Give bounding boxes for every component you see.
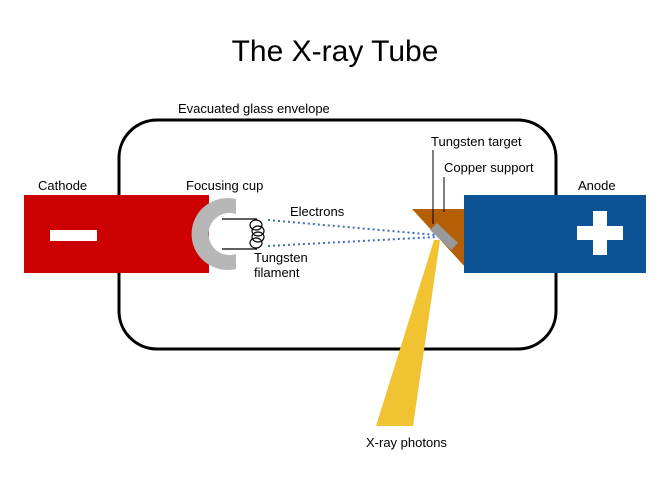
focusing-cup-label: Focusing cup (186, 178, 263, 193)
copper-support-label: Copper support (444, 160, 534, 175)
cathode-label: Cathode (38, 178, 87, 193)
plus-icon (577, 211, 623, 255)
electrons-label: Electrons (290, 204, 345, 219)
xray-photons-label: X-ray photons (366, 435, 447, 450)
page-title: The X-ray Tube (232, 35, 439, 68)
envelope-label: Evacuated glass envelope (178, 101, 330, 116)
anode-label: Anode (578, 178, 616, 193)
minus-icon (50, 230, 97, 241)
focusing-cup (191, 198, 236, 270)
filament-label-line2: filament (254, 265, 300, 280)
tungsten-target (430, 223, 458, 250)
filament-label-line1: Tungsten (254, 250, 308, 265)
tungsten-filament (222, 218, 265, 250)
xray-beam (376, 240, 440, 426)
tungsten-target-label: Tungsten target (431, 134, 522, 149)
electron-beam (267, 219, 437, 247)
